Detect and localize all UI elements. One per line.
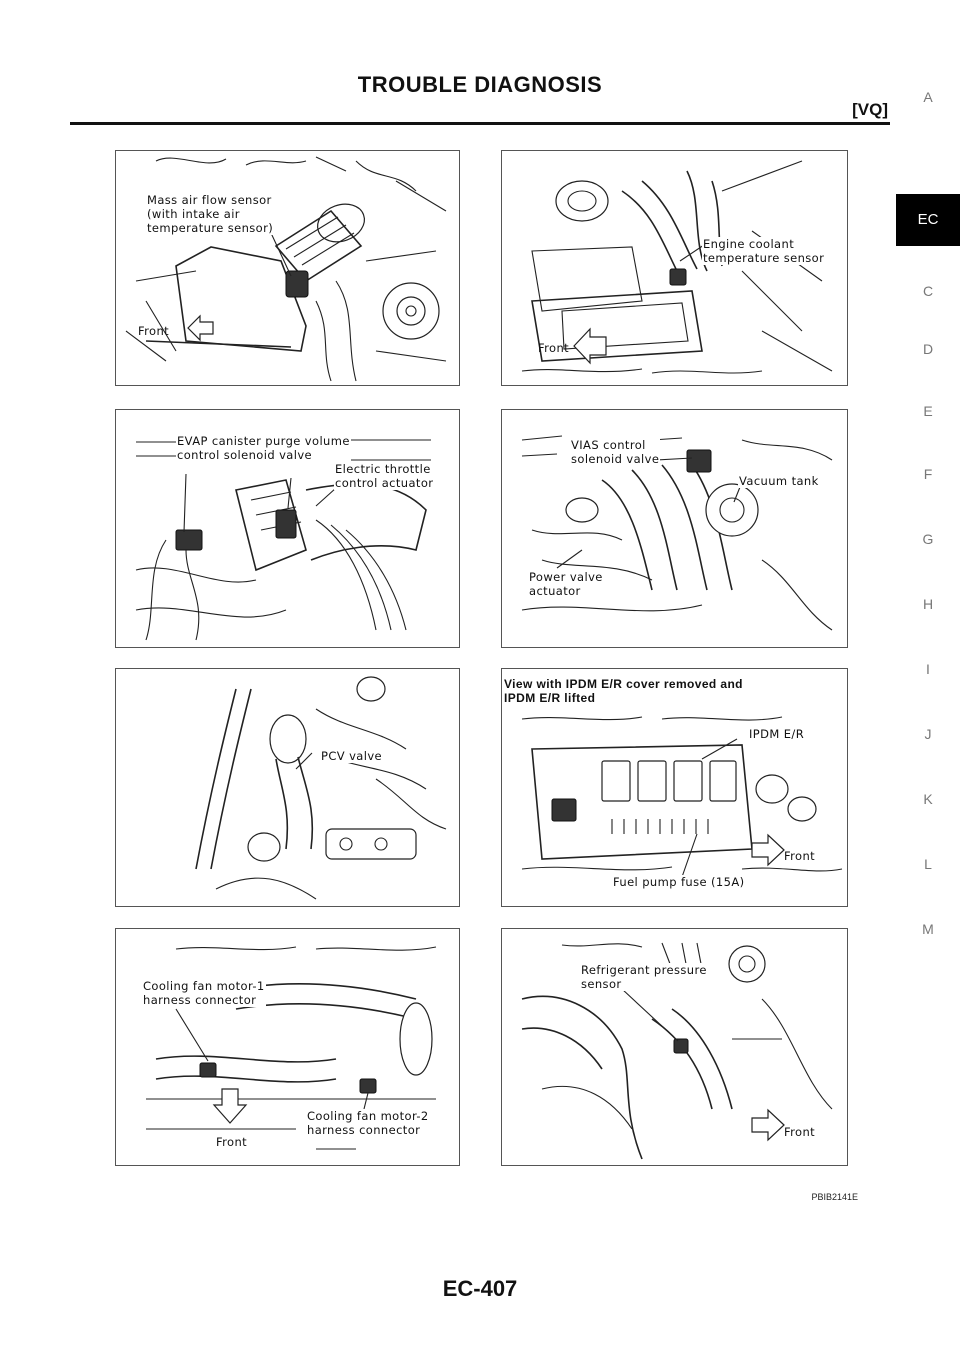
front-label: Front	[216, 1135, 248, 1149]
vias-figure: VIAS control solenoid valve Vacuum tank …	[501, 409, 848, 648]
front-label: Front	[784, 1125, 816, 1139]
cooling-fan-figure: Cooling fan motor-1 harness connector Co…	[115, 928, 460, 1166]
vacuum-tank-label: Vacuum tank	[738, 474, 820, 488]
index-tab-h[interactable]: H	[922, 596, 934, 612]
electric-throttle-label: Electric throttle control actuator	[334, 462, 435, 490]
index-tab-d[interactable]: D	[922, 341, 934, 357]
page-title: TROUBLE DIAGNOSIS	[357, 72, 603, 97]
vias-engine-sketch	[521, 435, 833, 631]
maf-engine-sketch	[125, 156, 447, 382]
ipdm-engine-sketch	[521, 716, 843, 878]
vias-solenoid-label: VIAS control solenoid valve	[570, 438, 661, 466]
ipdm-er-label: IPDM E/R	[748, 727, 806, 741]
front-label: Front	[784, 849, 816, 863]
pcv-valve-label: PCV valve	[320, 749, 384, 763]
maf-sensor-figure: Mass air flow sensor (with intake air te…	[115, 150, 460, 386]
ipdm-view-title: View with IPDM E/R cover removed and IPD…	[504, 677, 743, 705]
section-tag: [VQ]	[852, 100, 888, 119]
cooling-fan-1-label: Cooling fan motor-1 harness connector	[142, 979, 266, 1007]
evap-throttle-figure: EVAP canister purge volume control solen…	[115, 409, 460, 648]
refrigerant-sensor-figure: Refrigerant pressure sensor Front	[501, 928, 848, 1166]
evap-purge-valve-label: EVAP canister purge volume control solen…	[176, 434, 351, 462]
pcv-valve-figure: PCV valve	[115, 668, 460, 907]
pcv-engine-sketch	[195, 676, 447, 900]
index-tab-a[interactable]: A	[923, 89, 933, 105]
index-tab-c[interactable]: C	[922, 283, 934, 299]
front-label: Front	[538, 341, 570, 355]
figure-code: PBIB2141E	[811, 1192, 858, 1202]
index-tab-l[interactable]: L	[924, 856, 932, 872]
index-tab-i[interactable]: I	[926, 661, 930, 677]
header-rule	[70, 122, 890, 125]
cooling-fan-2-label: Cooling fan motor-2 harness connector	[306, 1109, 430, 1137]
index-tab-g[interactable]: G	[922, 531, 934, 547]
page-number: EC-407	[442, 1276, 518, 1301]
refrigerant-sketch	[521, 942, 833, 1160]
index-tab-m[interactable]: M	[922, 921, 934, 937]
index-tab-k[interactable]: K	[923, 791, 933, 807]
fuel-pump-fuse-label: Fuel pump fuse (15A)	[612, 875, 746, 889]
maf-sensor-label: Mass air flow sensor (with intake air te…	[146, 193, 275, 235]
front-label: Front	[138, 324, 170, 338]
index-tab-e[interactable]: E	[923, 403, 933, 419]
index-tab-f[interactable]: F	[923, 466, 933, 482]
power-valve-label: Power valve actuator	[528, 570, 604, 598]
ect-sensor-label: Engine coolant temperature sensor	[702, 237, 826, 265]
index-tab-ec[interactable]: EC	[896, 194, 960, 246]
ipdm-figure: View with IPDM E/R cover removed and IPD…	[501, 668, 848, 907]
ect-sensor-figure: Engine coolant temperature sensor Front	[501, 150, 848, 386]
refrigerant-sensor-label: Refrigerant pressure sensor	[580, 963, 708, 991]
index-tab-j[interactable]: J	[924, 726, 932, 742]
